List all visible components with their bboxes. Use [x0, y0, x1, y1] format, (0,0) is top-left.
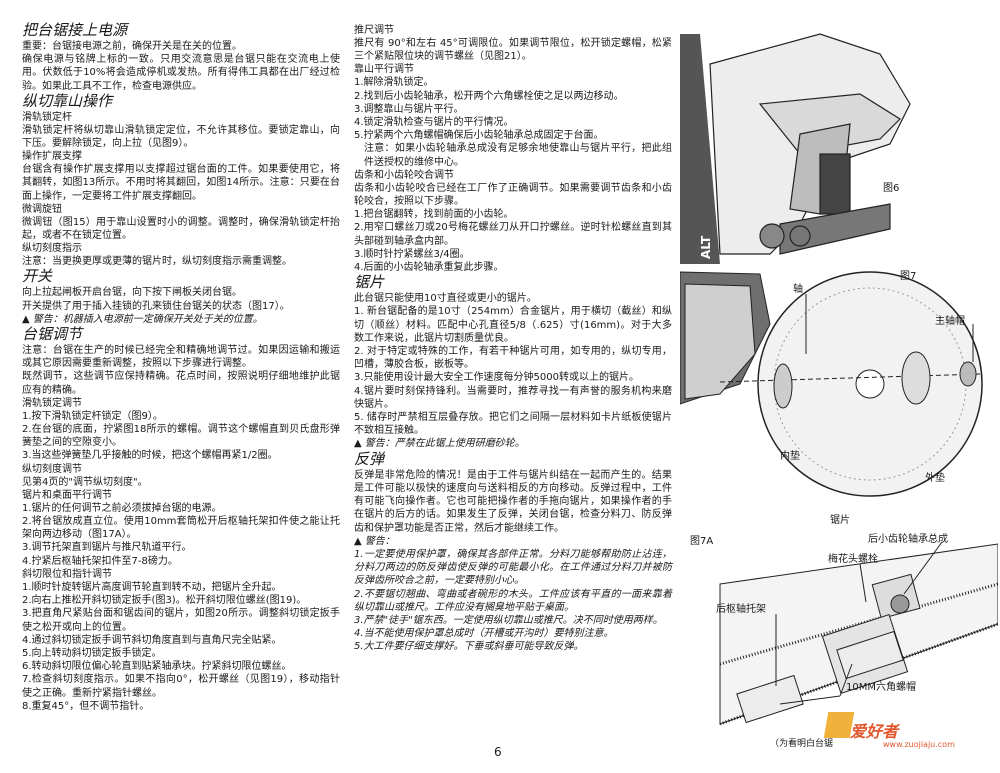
warning-icon: ▲ [22, 313, 30, 325]
list-item: 4.拧紧后枢轴托架扣件至7-8磅力。 [22, 555, 178, 567]
watermark-text: 爱好者 [850, 722, 899, 741]
page-number: 6 [494, 745, 502, 759]
callout-blade: 锯片 [830, 515, 850, 526]
warning-text: ▲警告：严禁在此锯上使用研磨砂轮。 [354, 438, 525, 450]
column-middle: 推尺调节 推尺有 90°和左右 45°可调限位。如果调节限位，松开锁定螺帽，松紧… [354, 24, 672, 654]
list-item: 2.不要锯切翘曲、弯曲或者碗形的木头。工件应该有平直的一面来靠着纵切靠山或推尺。… [354, 588, 672, 613]
section-title-fence: 纵切靠山操作 [22, 91, 113, 110]
section-title-blade: 锯片 [354, 273, 385, 292]
list-item: 3.只能使用设计最大安全工作速度每分钟5000转或以上的锯片。 [354, 372, 639, 384]
paragraph: 推尺有 90°和左右 45°可调限位。如果调节限位，松开锁定螺帽，松紧三个紧贴限… [354, 38, 672, 63]
paragraph: 注意：当更换更厚或更薄的锯片时，纵切刻度指示需重调整。 [22, 256, 292, 268]
paragraph: 确保电源与铭牌上标的一致。只用交流意思是台锯只能在交流电上使用。伏数低于10%将… [22, 54, 340, 92]
subheading: 微调旋钮 [22, 203, 62, 215]
figure-caption: （为看明白台锯 [770, 739, 834, 749]
paragraph: 向上拉起闸板开启台锯，向下按下闸板关闭台锯。 [22, 287, 242, 299]
figure-7a-drawing [719, 541, 998, 726]
warning-heading: ▲警告： [354, 535, 395, 547]
subheading: 锯片和桌面平行调节 [22, 489, 112, 501]
list-item: 1.一定要使用保护罩，确保其各部件正常。分料刀能够帮助防止沾连，分料刀两边的防反… [354, 548, 672, 587]
section-title-adjust: 台锯调节 [22, 325, 83, 344]
paragraph: 见第4页的"调节纵切刻度"。 [22, 476, 148, 488]
list-item: 1. 新台锯配备的是10寸（254mm）合金锯片，用于横切（截丝）和纵切（顺丝）… [354, 306, 672, 344]
svg-text:ALT: ALT [699, 235, 713, 259]
list-item: 3.调节托架直到锯片与推尺轨道平行。 [22, 542, 192, 554]
list-item: 5. 储存时严禁相互层叠存放。把它们之间隔一层材料如卡片纸板使锯片不致相互接触。 [354, 412, 672, 437]
list-item: 3.调整靠山与锯片平行。 [354, 103, 464, 115]
list-item: 5.大工件要仔细支撑好。下垂或斜垂可能导致反弹。 [354, 641, 584, 653]
subheading: 齿条和小齿轮咬合调节 [354, 169, 454, 181]
list-item: 7.检查斜切刻度指示。如果不指向0°，松开螺丝（见图19），移动指针使之正确。重… [22, 674, 340, 699]
paragraph: 此台锯只能使用10寸直径或更小的锯片。 [354, 293, 537, 305]
callout-arbor-nut: 主轴帽 [935, 316, 965, 327]
list-item: 2.用窄口螺丝刀或20号梅花螺丝刀从开口拧螺丝。逆时针松螺丝直到其头部碰到轴承盒… [354, 222, 672, 247]
list-item: 3.把直角尺紧贴台面和锯齿间的锯片，如图20所示。调整斜切锁定扳手使之松开或向上… [22, 608, 340, 633]
list-item: 2.将台锯放成直立位。使用10mm套筒松开后枢轴托架扣件使之能让托架向两边移动（… [22, 516, 340, 541]
figures-illustration: ALT [680, 33, 998, 726]
paragraph: 齿条和小齿轮咬合已经在工厂作了正确调节。如果需要调节齿条和小齿轮咬合，按照以下步… [354, 182, 672, 208]
paragraph: 开关提供了用于插入挂锁的孔来锁住台锯关的状态（图17）。 [22, 300, 290, 312]
subheading: 纵切刻度调节 [22, 463, 82, 475]
warning-icon: ▲ [354, 438, 362, 450]
paragraph: 注意：台锯在生产的时候已经完全和精确地调节过。如果因运输和搬运或其它原因需要重新… [22, 345, 340, 370]
paragraph: 微调钮（图15）用于靠山设置时小的调整。调整时，确保滑轨锁定杆抬起，或者不在锁定… [22, 216, 340, 242]
paragraph: 既然调节，这些调节应保持精确。花点时间，按照说明仔细地维护此锯应有的精确。 [22, 371, 340, 396]
list-item: 2.向右上推松开斜切锁定扳手(图3)。松开斜切限位螺丝(图19)。 [22, 595, 307, 607]
callout-inner-washer: 内垫 [780, 451, 800, 462]
list-item: 2. 对于特定或特殊的工作，有若干种锯片可用，如专用的，纵切专用，凹槽，薄胶合板… [354, 346, 672, 371]
list-item: 4.后面的小齿轮轴承重复此步骤。 [354, 262, 504, 274]
callout-hex-nut: 10MM六角螺帽 [846, 682, 916, 693]
figure-6-drawing: ALT [680, 33, 911, 264]
warning-icon: ▲ [354, 535, 362, 547]
list-item: 1.锯片的任何调节之前必须拔掉台锯的电源。 [22, 502, 222, 514]
subheading: 滑轨锁定调节 [22, 397, 82, 409]
list-item: 1.解除滑轨锁定。 [354, 77, 434, 89]
list-item: 1.按下滑轨锁定杆锁定（图9）。 [22, 410, 163, 422]
callout-shaft: 轴 [793, 284, 803, 295]
subheading: 操作扩展支撑 [22, 151, 82, 163]
section-title-switch: 开关 [22, 267, 53, 286]
list-item: 6.转动斜切限位偏心轮直到贴紧轴承块。拧紧斜切限位螺丝。 [22, 661, 292, 673]
subheading: 靠山平行调节 [354, 64, 414, 76]
list-item: 8.重复45°，但不调节指针。 [22, 700, 150, 712]
figure-6-label: 图6 [883, 183, 900, 194]
callout-pivot-bracket: 后枢轴托架 [716, 604, 766, 615]
list-item: 3.当这些弹簧垫几乎接触的时候，把这个螺帽再紧1/2圈。 [22, 450, 278, 462]
list-item: 4.锁定滑轨检查与锯片的平行情况。 [354, 117, 514, 129]
subheading: 推尺调节 [354, 25, 394, 36]
figure-7-label: 图7 [900, 271, 917, 282]
list-item: 1.把台锯翻转，找到前面的小齿轮。 [354, 209, 514, 221]
list-item: 4.当不能使用保护罩总成时（开槽或开沟时）要特别注意。 [354, 628, 614, 640]
warning-text: ▲警告：机器插入电源前一定确保开关处于关的位置。 [22, 313, 263, 325]
list-item: 2.在台锯的底面，拧紧图18所示的螺帽。调节这个螺帽直到贝氏盘形弹簧垫之间的空隙… [22, 424, 340, 449]
paragraph: 反弹是非常危险的情况！是由于工件与锯片纠结在一起而产生的。结果是工件可能以极快的… [354, 469, 672, 534]
list-item: 4.通过斜切锁定扳手调节斜切角度直到与直角尺完全贴紧。 [22, 634, 282, 646]
figure-7-drawing [680, 271, 983, 497]
watermark-url: www.zuojiaju.com [883, 740, 955, 749]
callout-pinion-assembly: 后小齿轮轴承总成 [868, 534, 948, 545]
section-title-power: 把台锯接上电源 [22, 21, 128, 39]
column-left: 把台锯接上电源 重要：台锯接电源之前，确保开关是在关的位置。 确保电源与铭牌上标… [22, 22, 340, 713]
list-item: 5.向上转动斜切锁定扳手锁定。 [22, 647, 162, 659]
subheading: 滑轨锁定杆 [22, 111, 72, 123]
section-title-kickback: 反弹 [354, 449, 385, 468]
figures-column: ALT [680, 24, 998, 764]
list-item: 3.顺时针拧紧螺丝3/4圈。 [354, 248, 470, 260]
list-item: 4.锯片要时刻保持锋利。当需要时，推荐寻找一有声誉的服务机构来磨快锯片。 [354, 385, 672, 410]
subheading: 斜切限位和指针调节 [22, 568, 112, 580]
figure-7a-label: 图7A [690, 536, 714, 547]
list-item: 5.拧紧两个六角螺帽确保后小齿轮轴承总成固定于台面。 [354, 130, 604, 142]
note: 注意：如果小齿轮轴承总成没有足够余地使靠山与锯片平行，把此组件送授权的维修中心。 [364, 143, 672, 168]
callout-torx-bolt: 梅花头螺栓 [828, 554, 878, 565]
list-item: 3.严禁"徒手"锯东西。一定使用纵切靠山或推尺。决不同时使用两样。 [354, 614, 663, 626]
paragraph: 滑轨锁定杆将纵切靠山滑轨锁定定位，不允许其移位。要锁定靠山，向下压。要解除锁定，… [22, 124, 340, 150]
paragraph: 台锯含有操作扩展支撑用以支撑超过锯台面的工件。如果要使用它，将其翻转，如图13所… [22, 164, 340, 202]
subheading: 纵切刻度指示 [22, 243, 82, 255]
list-item: 2.找到后小齿轮轴承，松开两个六角螺栓使之足以两边移动。 [354, 90, 624, 102]
list-item: 1.顺时针旋转锯片高度调节轮直到转不动，把锯片全升起。 [22, 581, 282, 593]
callout-outer-washer: 外垫 [925, 473, 945, 484]
paragraph: 重要：台锯接电源之前，确保开关是在关的位置。 [22, 41, 242, 52]
